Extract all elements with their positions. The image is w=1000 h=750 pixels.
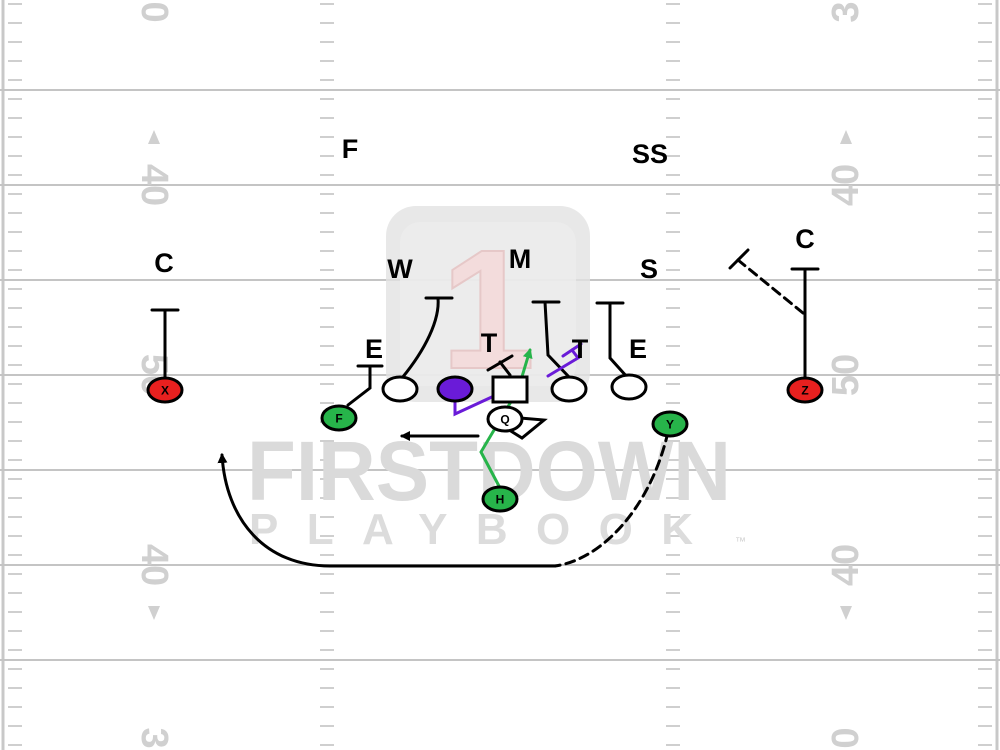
hash-marks xyxy=(8,3,992,746)
defender-strong-safety: SS xyxy=(632,139,668,169)
center-block-cap xyxy=(486,354,514,372)
receiver-z: Z xyxy=(786,376,824,404)
yard-number: 3 xyxy=(133,727,175,748)
yard-number: 40 xyxy=(825,544,867,586)
quarterback-player: Q xyxy=(486,405,524,433)
defender-sam: S xyxy=(640,254,658,284)
defender-corner-left: C xyxy=(154,248,174,278)
left-tackle xyxy=(381,375,419,403)
guard-kick-route xyxy=(546,348,581,378)
svg-text:Q: Q xyxy=(500,413,509,427)
yard-number: 40 xyxy=(133,544,175,586)
corner-right-dashed-block xyxy=(728,248,750,270)
direction-arrow xyxy=(148,606,160,620)
svg-text:Y: Y xyxy=(666,418,674,432)
tight-end-player: Y xyxy=(651,410,689,438)
yard-number: 3 xyxy=(825,1,867,22)
halfback-player: H xyxy=(481,485,519,513)
watermark-logo-mark: 1 xyxy=(441,215,536,405)
right-tackle xyxy=(610,373,648,401)
defender-tackle-right: T xyxy=(572,334,589,364)
center-player xyxy=(491,375,529,404)
flanker-route xyxy=(346,364,372,407)
will-route xyxy=(400,296,440,380)
yard-number: 40 xyxy=(133,164,175,206)
defender-mike: M xyxy=(509,244,532,274)
direction-arrow xyxy=(148,130,160,144)
left-guard xyxy=(436,375,474,403)
svg-text:H: H xyxy=(496,493,505,507)
flanker-player: F xyxy=(320,404,358,432)
yard-number: 50 xyxy=(825,354,867,396)
quarterback-bootleg-route xyxy=(504,416,548,440)
direction-arrow xyxy=(840,130,852,144)
svg-text:Z: Z xyxy=(801,384,808,398)
defender-end-left: E xyxy=(365,334,383,364)
defender-corner-right: C xyxy=(795,224,815,254)
watermark-tagline: PLAYBOOK xyxy=(249,505,729,554)
corner-right-dashed-route xyxy=(736,258,805,315)
center-block xyxy=(498,360,512,377)
defender-free-safety: F xyxy=(342,134,359,164)
sam-route xyxy=(608,301,630,380)
tight-end-dashed-route xyxy=(553,430,670,568)
yard-number: 0 xyxy=(133,1,175,22)
right-guard xyxy=(550,375,588,403)
svg-text:F: F xyxy=(335,412,342,426)
yard-numbers-right: 3 40 50 40 0 xyxy=(825,1,867,748)
defense: F SS C C W M S E T T E xyxy=(154,134,815,364)
yard-number: 40 xyxy=(825,164,867,206)
svg-text:X: X xyxy=(161,384,169,398)
mike-route xyxy=(543,300,572,380)
direction-arrow xyxy=(840,606,852,620)
defender-end-right: E xyxy=(629,334,647,364)
offensive-line xyxy=(381,373,648,404)
yard-numbers-left: 0 40 50 40 3 xyxy=(133,1,175,748)
receiver-x: X xyxy=(146,376,184,404)
defender-tackle-left: T xyxy=(481,328,498,358)
skill-players: X Z F Y Q H xyxy=(146,376,824,513)
defender-will: W xyxy=(387,254,413,284)
guard-kick-block xyxy=(561,342,583,358)
tight-end-route xyxy=(217,453,557,568)
yard-number: 0 xyxy=(825,727,867,748)
watermark-trademark: ™ xyxy=(735,536,746,548)
